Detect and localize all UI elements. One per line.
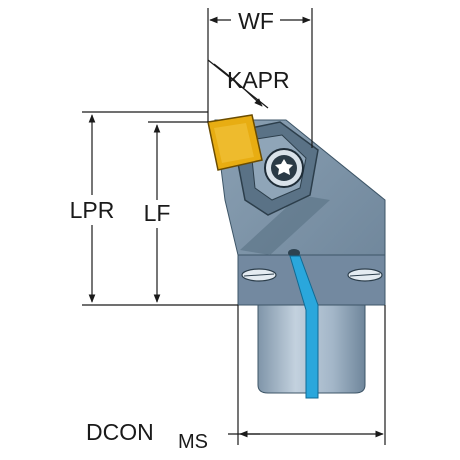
label-dcon-subscript: MS <box>178 431 208 453</box>
label-dcon: DCON <box>86 419 154 445</box>
clamp-screw-icon <box>264 148 304 188</box>
cutting-insert <box>207 114 263 171</box>
coolant-channel <box>289 255 319 399</box>
label-lf: LF <box>144 200 171 226</box>
label-wf: WF <box>238 8 274 34</box>
side-hole-left <box>241 268 277 282</box>
dimension-lines <box>82 8 386 445</box>
label-lpr: LPR <box>70 197 115 223</box>
side-hole-right <box>347 268 383 282</box>
label-kapr: KAPR <box>227 67 290 93</box>
coolant-outlet <box>288 249 300 257</box>
